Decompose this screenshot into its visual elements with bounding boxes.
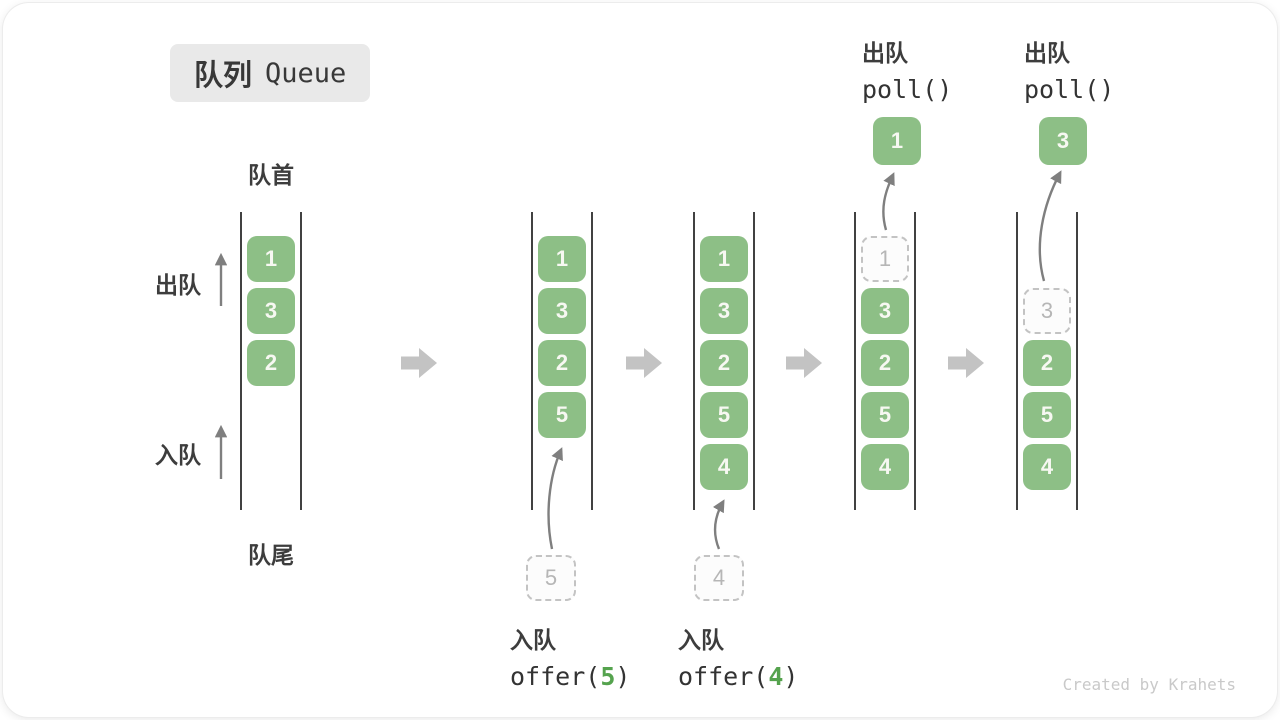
operation-label: 入队	[510, 627, 556, 653]
queue-column-stage5	[1016, 212, 1078, 510]
code-arg: 5	[600, 662, 616, 691]
title-badge: 队列 Queue	[170, 44, 371, 102]
title-zh: 队列	[194, 60, 253, 92]
queue-element: 4	[700, 444, 748, 490]
stage-transition-arrow-icon	[626, 348, 662, 378]
code-fn: offer(	[510, 662, 601, 691]
removed-element-dashed: 3	[1023, 288, 1071, 334]
dequeue-operation-stage5: 出队 poll()	[1024, 34, 1114, 104]
queue-rear-label: 队尾	[248, 542, 294, 568]
enqueue-operation-stage3: 入队 offer(4)	[678, 621, 798, 691]
queue-element: 1	[247, 236, 295, 282]
operation-label: 出队	[862, 40, 908, 66]
title-en: Queue	[265, 57, 347, 89]
code-arg: 4	[768, 662, 784, 691]
incoming-element-dashed: 5	[526, 555, 576, 601]
queue-column-stage4	[854, 212, 916, 510]
incoming-element-dashed: 4	[694, 555, 744, 601]
enqueue-side-label: 入队	[155, 442, 201, 468]
queue-element: 2	[700, 340, 748, 386]
queue-front-label: 队首	[248, 162, 294, 188]
dequeue-operation-stage4: 出队 poll()	[862, 34, 952, 104]
queue-element: 3	[247, 288, 295, 334]
queue-column-stage2	[531, 212, 593, 510]
diagram-card: 队列 Queue 队首 队尾 出队 入队 1 3 2 1 3 2 5 5 1 3…	[3, 3, 1277, 717]
queue-element: 3	[700, 288, 748, 334]
stage-transition-arrow-icon	[401, 348, 437, 378]
watermark: Created by Krahets	[1062, 675, 1236, 694]
queue-element: 3	[861, 288, 909, 334]
operation-label: 入队	[678, 627, 724, 653]
removed-element-dashed: 1	[861, 236, 909, 282]
code-fn: offer(	[678, 662, 769, 691]
operation-code: poll()	[862, 75, 953, 104]
operation-code: offer(4)	[678, 662, 798, 691]
queue-element: 2	[247, 340, 295, 386]
queue-element: 1	[538, 236, 586, 282]
queue-element: 5	[700, 392, 748, 438]
queue-element: 4	[1023, 444, 1071, 490]
dequeue-side-label: 出队	[155, 272, 201, 298]
queue-element: 5	[538, 392, 586, 438]
queue-element: 2	[1023, 340, 1071, 386]
operation-code: poll()	[1024, 75, 1115, 104]
queue-column-stage1	[240, 212, 302, 510]
code-close: )	[783, 662, 799, 691]
queue-element: 1	[700, 236, 748, 282]
queue-element: 2	[538, 340, 586, 386]
popped-element: 1	[873, 117, 921, 165]
operation-label: 出队	[1024, 40, 1070, 66]
popped-element: 3	[1039, 117, 1087, 165]
queue-element: 5	[1023, 392, 1071, 438]
code-close: )	[615, 662, 631, 691]
queue-element: 2	[861, 340, 909, 386]
queue-column-stage3	[693, 212, 755, 510]
enqueue-operation-stage2: 入队 offer(5)	[510, 621, 630, 691]
stage-transition-arrow-icon	[786, 348, 822, 378]
queue-element: 3	[538, 288, 586, 334]
stage-transition-arrow-icon	[948, 348, 984, 378]
queue-element: 5	[861, 392, 909, 438]
operation-code: offer(5)	[510, 662, 630, 691]
queue-element: 4	[861, 444, 909, 490]
